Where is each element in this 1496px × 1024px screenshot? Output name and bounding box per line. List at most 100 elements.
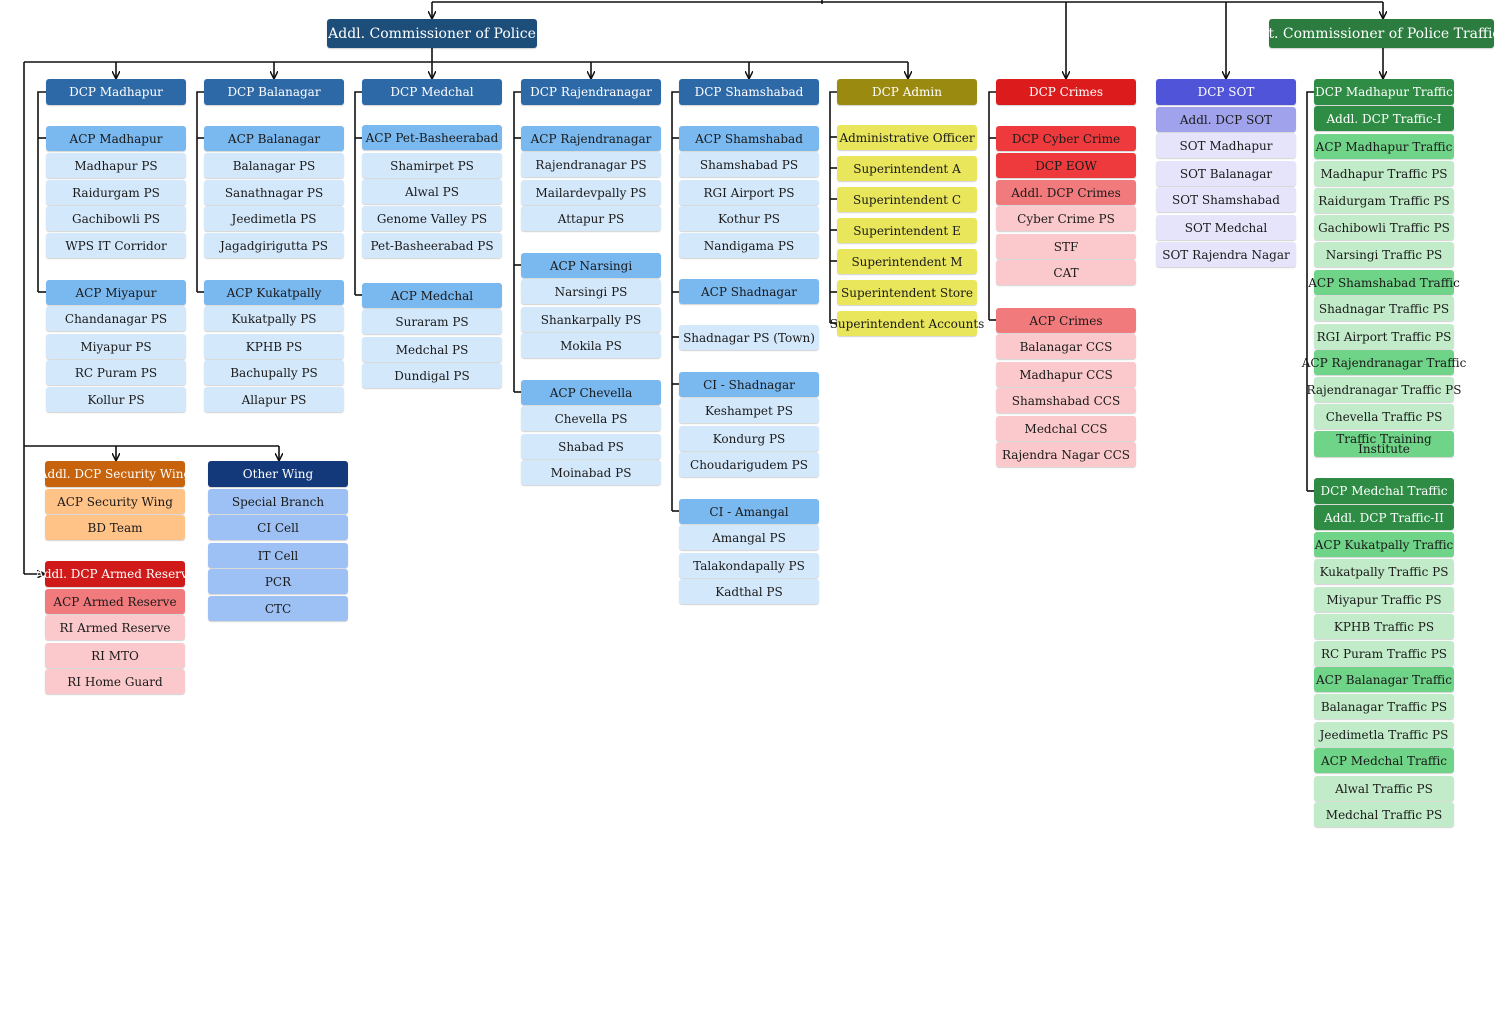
mailardevpally-ps-node[interactable]: Mailardevpally PS bbox=[521, 180, 661, 205]
wps-it-corridor-node[interactable]: WPS IT Corridor bbox=[46, 233, 186, 258]
mokila-ps-node[interactable]: Mokila PS bbox=[521, 333, 661, 358]
acp-balanagar-traffic-node[interactable]: ACP Balanagar Traffic bbox=[1314, 667, 1454, 692]
amangal-ps-node[interactable]: Amangal PS bbox=[679, 525, 819, 550]
narsingi-traffic-ps-node[interactable]: Narsingi Traffic PS bbox=[1314, 242, 1454, 267]
rc-puram-traffic-ps-node[interactable]: RC Puram Traffic PS bbox=[1314, 641, 1454, 666]
acp-shadnagar-node[interactable]: ACP Shadnagar bbox=[679, 279, 819, 304]
dcp-admin-node[interactable]: DCP Admin bbox=[837, 79, 977, 105]
acp-madhapur-node[interactable]: ACP Madhapur bbox=[46, 126, 186, 151]
addl-dcp-traffic-ii-node[interactable]: Addl. DCP Traffic-II bbox=[1314, 505, 1454, 530]
gachibowli-ps-node[interactable]: Gachibowli PS bbox=[46, 206, 186, 231]
shadnagar-traffic-ps-node[interactable]: Shadnagar Traffic PS bbox=[1314, 296, 1454, 321]
addl-dcp-sot-node[interactable]: Addl. DCP SOT bbox=[1156, 107, 1296, 132]
alwal-ps-node[interactable]: Alwal PS bbox=[362, 179, 502, 204]
dcp-sot-node[interactable]: DCP SOT bbox=[1156, 79, 1296, 105]
pet-basheerabad-ps-node[interactable]: Pet-Basheerabad PS bbox=[362, 233, 502, 258]
choudarigudem-ps-node[interactable]: Choudarigudem PS bbox=[679, 452, 819, 477]
acp-armed-reserve-node[interactable]: ACP Armed Reserve bbox=[45, 589, 185, 614]
balanagar-ccs-node[interactable]: Balanagar CCS bbox=[996, 334, 1136, 359]
medchal-traffic-ps-node[interactable]: Medchal Traffic PS bbox=[1314, 802, 1454, 827]
sot-rajendra-nagar-node[interactable]: SOT Rajendra Nagar bbox=[1156, 242, 1296, 267]
acp-chevella-node[interactable]: ACP Chevella bbox=[521, 380, 661, 405]
traffic-training-institute-node[interactable]: Traffic Training Institute bbox=[1314, 431, 1454, 457]
kphb-ps-node[interactable]: KPHB PS bbox=[204, 334, 344, 359]
talakondapally-ps-node[interactable]: Talakondapally PS bbox=[679, 553, 819, 578]
sot-madhapur-node[interactable]: SOT Madhapur bbox=[1156, 133, 1296, 158]
dundigal-ps-node[interactable]: Dundigal PS bbox=[362, 363, 502, 388]
dcp-crimes-node[interactable]: DCP Crimes bbox=[996, 79, 1136, 105]
miyapur-ps-node[interactable]: Miyapur PS bbox=[46, 334, 186, 359]
stf-node[interactable]: STF bbox=[996, 234, 1136, 259]
sanathnagar-ps-node[interactable]: Sanathnagar PS bbox=[204, 180, 344, 205]
it-cell-node[interactable]: IT Cell bbox=[208, 543, 348, 568]
acp-kukatpally-node[interactable]: ACP Kukatpally bbox=[204, 280, 344, 305]
addl-dcp-armed-reserve-node[interactable]: Addl. DCP Armed Reserve bbox=[35, 561, 195, 587]
moinabad-ps-node[interactable]: Moinabad PS bbox=[521, 460, 661, 485]
acp-shamshabad-node[interactable]: ACP Shamshabad bbox=[679, 126, 819, 151]
shabad-ps-node[interactable]: Shabad PS bbox=[521, 434, 661, 459]
dcp-medchal-traffic-node[interactable]: DCP Medchal Traffic bbox=[1314, 478, 1454, 504]
balanagar-traffic-ps-node[interactable]: Balanagar Traffic PS bbox=[1314, 694, 1454, 719]
sot-balanagar-node[interactable]: SOT Balanagar bbox=[1156, 161, 1296, 186]
dcp-madhapur-traffic-node[interactable]: DCP Madhapur Traffic bbox=[1314, 79, 1454, 105]
jt-commissioner-traffic-node[interactable]: Jt. Commissioner of Police Traffic bbox=[1263, 19, 1496, 48]
administrative-officer-node[interactable]: Administrative Officer bbox=[837, 125, 977, 150]
chevella-traffic-ps-node[interactable]: Chevella Traffic PS bbox=[1314, 404, 1454, 429]
acp-narsingi-node[interactable]: ACP Narsingi bbox=[521, 253, 661, 278]
ri-home-guard-node[interactable]: RI Home Guard bbox=[45, 669, 185, 694]
special-branch-node[interactable]: Special Branch bbox=[208, 489, 348, 514]
ci-cell-node[interactable]: CI Cell bbox=[208, 515, 348, 540]
kondurg-ps-node[interactable]: Kondurg PS bbox=[679, 426, 819, 451]
shamshabad-ccs-node[interactable]: Shamshabad CCS bbox=[996, 388, 1136, 413]
acp-medchal-node[interactable]: ACP Medchal bbox=[362, 283, 502, 308]
sot-shamshabad-node[interactable]: SOT Shamshabad bbox=[1156, 187, 1296, 212]
rajendranagar-traffic-ps-node[interactable]: Rajendranagar Traffic PS bbox=[1307, 377, 1461, 402]
ctc-node[interactable]: CTC bbox=[208, 596, 348, 621]
ri-armed-reserve-node[interactable]: RI Armed Reserve bbox=[45, 615, 185, 640]
chevella-ps-node[interactable]: Chevella PS bbox=[521, 406, 661, 431]
acp-crimes-node[interactable]: ACP Crimes bbox=[996, 308, 1136, 333]
dcp-shamshabad-node[interactable]: DCP Shamshabad bbox=[679, 79, 819, 105]
narsingi-ps-node[interactable]: Narsingi PS bbox=[521, 279, 661, 304]
genome-valley-ps-node[interactable]: Genome Valley PS bbox=[362, 206, 502, 231]
shankarpally-ps-node[interactable]: Shankarpally PS bbox=[521, 307, 661, 332]
addl-dcp-security-wing-node[interactable]: Addl. DCP Security Wing bbox=[39, 461, 191, 487]
shamshabad-ps-node[interactable]: Shamshabad PS bbox=[679, 152, 819, 177]
chandanagar-ps-node[interactable]: Chandanagar PS bbox=[46, 306, 186, 331]
acp-miyapur-node[interactable]: ACP Miyapur bbox=[46, 280, 186, 305]
kukatpally-ps-node[interactable]: Kukatpally PS bbox=[204, 306, 344, 331]
madhapur-ccs-node[interactable]: Madhapur CCS bbox=[996, 362, 1136, 387]
addl-dcp-traffic-i-node[interactable]: Addl. DCP Traffic-I bbox=[1314, 106, 1454, 131]
alwal-traffic-ps-node[interactable]: Alwal Traffic PS bbox=[1314, 776, 1454, 801]
rajendra-nagar-ccs-node[interactable]: Rajendra Nagar CCS bbox=[996, 442, 1136, 467]
superintendent-store-node[interactable]: Superintendent Store bbox=[837, 280, 977, 305]
kollur-ps-node[interactable]: Kollur PS bbox=[46, 387, 186, 412]
rc-puram-ps-node[interactable]: RC Puram PS bbox=[46, 360, 186, 385]
jagadgirigutta-ps-node[interactable]: Jagadgirigutta PS bbox=[204, 233, 344, 258]
shamirpet-ps-node[interactable]: Shamirpet PS bbox=[362, 153, 502, 178]
acp-security-wing-node[interactable]: ACP Security Wing bbox=[45, 489, 185, 514]
ci-shadnagar-node[interactable]: CI - Shadnagar bbox=[679, 372, 819, 397]
superintendent-c-node[interactable]: Superintendent C bbox=[837, 187, 977, 212]
raidurgam-ps-node[interactable]: Raidurgam PS bbox=[46, 180, 186, 205]
cat-node[interactable]: CAT bbox=[996, 260, 1136, 285]
kphb-traffic-ps-node[interactable]: KPHB Traffic PS bbox=[1314, 614, 1454, 639]
acp-rajendranagar-node[interactable]: ACP Rajendranagar bbox=[521, 126, 661, 151]
dcp-madhapur-node[interactable]: DCP Madhapur bbox=[46, 79, 186, 105]
dcp-medchal-node[interactable]: DCP Medchal bbox=[362, 79, 502, 105]
raidurgam-traffic-ps-node[interactable]: Raidurgam Traffic PS bbox=[1314, 188, 1454, 213]
pcr-node[interactable]: PCR bbox=[208, 569, 348, 594]
attapur-ps-node[interactable]: Attapur PS bbox=[521, 206, 661, 231]
other-wing-node[interactable]: Other Wing bbox=[208, 461, 348, 487]
gachibowli-traffic-ps-node[interactable]: Gachibowli Traffic PS bbox=[1314, 215, 1454, 240]
acp-madhapur-traffic-node[interactable]: ACP Madhapur Traffic bbox=[1314, 134, 1454, 159]
madhapur-ps-node[interactable]: Madhapur PS bbox=[46, 153, 186, 178]
kothur-ps-node[interactable]: Kothur PS bbox=[679, 206, 819, 231]
bd-team-node[interactable]: BD Team bbox=[45, 515, 185, 540]
keshampet-ps-node[interactable]: Keshampet PS bbox=[679, 398, 819, 423]
medchal-ccs-node[interactable]: Medchal CCS bbox=[996, 416, 1136, 441]
kadthal-ps-node[interactable]: Kadthal PS bbox=[679, 579, 819, 604]
suraram-ps-node[interactable]: Suraram PS bbox=[362, 309, 502, 334]
bachupally-ps-node[interactable]: Bachupally PS bbox=[204, 360, 344, 385]
superintendent-e-node[interactable]: Superintendent E bbox=[837, 218, 977, 243]
